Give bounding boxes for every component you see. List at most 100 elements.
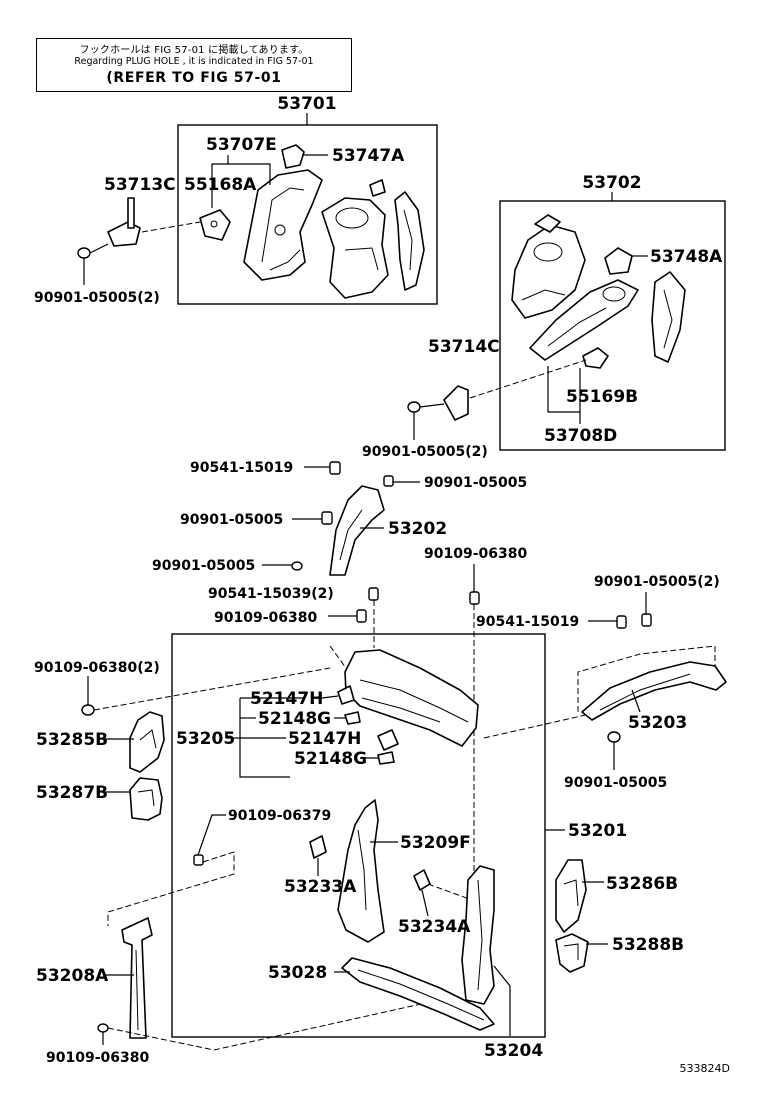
bracket-53748A [604, 247, 633, 275]
label-53714C: 53714C [428, 337, 500, 357]
apron-part-53707E-tower [321, 197, 389, 299]
label-53203: 53203 [628, 713, 687, 733]
support-53208A [121, 917, 153, 1039]
dash-90109-06379 [107, 851, 235, 926]
bracket-53714C [443, 385, 469, 421]
leader-53204 [493, 965, 511, 1036]
label-90901-05005-2-a: 90901-05005(2) [34, 290, 160, 306]
bracket-53203 [581, 661, 727, 721]
label-52148G-a: 52148G [258, 709, 331, 729]
bolt-90901-05005-a [77, 243, 109, 259]
leader-53707E-b [228, 163, 271, 185]
dash-53714C [469, 359, 587, 399]
bolt-90541-15039 [368, 587, 379, 601]
apron-part-53708D-upper [511, 224, 586, 319]
cover-53288B [555, 933, 589, 973]
bracket-53713C [107, 197, 141, 247]
clip-55169B [582, 347, 609, 369]
label-53201: 53201 [568, 821, 627, 841]
bolt-90109-06380-2 [81, 704, 95, 716]
dash-bottom-left [107, 1027, 215, 1051]
label-90109-06379: 90109-06379 [228, 808, 331, 824]
bolt-90109-06380-c [97, 1023, 109, 1033]
label-53288B: 53288B [612, 935, 684, 955]
clip-top-53702 [534, 214, 561, 233]
label-55169B: 55169B [566, 387, 638, 407]
clip-52147H-b [377, 729, 399, 751]
label-90541-15019-b: 90541-15019 [476, 614, 579, 630]
pillar-53209F [337, 799, 385, 943]
label-90901-05005-a: 90901-05005 [424, 475, 527, 491]
label-53708D: 53708D [544, 426, 617, 446]
figure-code: 533824D [680, 1062, 730, 1075]
label-90901-05005-d: 90901-05005 [564, 775, 667, 791]
label-90901-05005-2-b: 90901-05005(2) [362, 444, 488, 460]
label-53286B: 53286B [606, 874, 678, 894]
bolt-90541-15019-b [616, 615, 627, 629]
apron-part-53708D-rail [651, 271, 686, 363]
label-52148G-b: 52148G [294, 749, 367, 769]
bracket-53202 [329, 485, 385, 576]
bolt-90109-06379 [193, 854, 204, 866]
label-53701: 53701 [277, 94, 336, 114]
label-53287B: 53287B [36, 783, 108, 803]
label-53707E: 53707E [206, 135, 277, 155]
dash-53203-left [483, 713, 591, 739]
apron-part-53708D-lower [529, 279, 639, 361]
bracket-line-53205 [239, 698, 290, 778]
note-refer-line: (REFER TO FIG 57-01 [106, 70, 282, 86]
note-japanese-line: フックホールは FIG 57-01 に掲載してあります。 [79, 45, 309, 56]
pillar-53204 [461, 865, 495, 1005]
dash-90109-06380-2 [93, 667, 331, 711]
bolt-90901-05005-lower-mid [291, 561, 303, 571]
apron-part-53707E [243, 169, 323, 281]
note-english-line: Regarding PLUG HOLE , it is indicated in… [74, 56, 314, 67]
leader-53203 [631, 689, 641, 713]
apron-part-53707E-rail [394, 191, 425, 291]
clip-52148G-a [344, 711, 361, 725]
leader-53708D [547, 366, 581, 413]
label-90109-06380-a: 90109-06380 [424, 546, 527, 562]
label-53702: 53702 [582, 173, 641, 193]
dash-53234A [427, 883, 473, 901]
bolt-90901-05005-mid-left [321, 511, 333, 525]
leader-53707E-a [211, 155, 229, 208]
clip-52147H-a [337, 685, 355, 705]
clip-53234A [413, 869, 431, 891]
label-53205: 53205 [176, 729, 235, 749]
plug-hole-note: フックホールは FIG 57-01 に掲載してあります。 Regarding P… [36, 38, 352, 92]
label-90109-06380-c: 90109-06380 [46, 1050, 149, 1066]
label-52147H-a: 52147H [250, 689, 323, 709]
clip-52148G-b [377, 751, 395, 765]
label-90901-05005-b: 90901-05005 [180, 512, 283, 528]
dash-53713C [141, 221, 201, 233]
bolt-90901-05005-2-c [641, 613, 652, 627]
label-90541-15019-a: 90541-15019 [190, 460, 293, 476]
label-53208A: 53208A [36, 966, 109, 986]
label-53234A: 53234A [398, 917, 471, 937]
label-53202: 53202 [388, 519, 447, 539]
label-53028: 53028 [268, 963, 327, 983]
label-53233A: 53233A [284, 877, 357, 897]
group-box-53201 [171, 633, 546, 1038]
label-90109-06380-2: 90109-06380(2) [34, 660, 160, 676]
label-52147H-b: 52147H [288, 729, 361, 749]
label-53748A: 53748A [650, 247, 723, 267]
leader-52147H-a-tip [321, 695, 339, 699]
bolt-90109-06380-b [356, 609, 367, 623]
label-53209F: 53209F [400, 833, 471, 853]
dash-53205-left [329, 645, 347, 669]
cross-member-53028 [341, 957, 495, 1031]
label-55168A: 55168A [184, 175, 257, 195]
label-90109-06380-b: 90109-06380 [214, 610, 317, 626]
cover-53285B [129, 711, 165, 773]
dash-bottom-mid [213, 1001, 431, 1051]
bracket-53747A [281, 144, 305, 169]
bolt-90541-15019-a [329, 461, 341, 475]
cross-member-53205 [344, 649, 479, 747]
cover-53287B [129, 777, 163, 821]
clip-top-small [369, 179, 386, 197]
bolt-90901-05005-right-mid [383, 475, 394, 487]
label-53747A: 53747A [332, 146, 405, 166]
